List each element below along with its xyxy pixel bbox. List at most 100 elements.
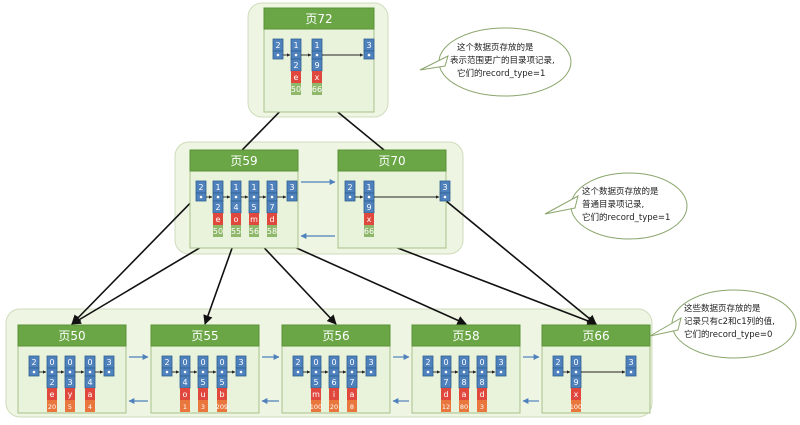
next-record-dot (444, 370, 448, 374)
c3-label: o (183, 390, 188, 399)
child-pointer-arrow (71, 236, 219, 325)
key-label: 4 (182, 378, 187, 387)
c2-label: 3 (480, 403, 484, 411)
next-record-dot (332, 370, 336, 374)
supremum-record: 3 (439, 180, 451, 202)
c2-label: 8 (350, 403, 354, 411)
key-label: 8 (461, 378, 466, 387)
callout-leaf: 这些数据页存放的是 记录只有c2和c1列的值, 它们的record_type=0 (649, 289, 797, 359)
record-type-label: 2 (347, 183, 352, 192)
record-type-label: 2 (275, 41, 280, 50)
next-record-dot (199, 195, 203, 199)
record-type-label: 3 (106, 358, 111, 367)
child-pointer-arrow (71, 94, 297, 325)
c2-cell (477, 400, 487, 412)
c3-cell (267, 213, 277, 225)
c3-label: m (250, 215, 258, 224)
record-type-label: 3 (628, 358, 633, 367)
page-header (263, 7, 375, 30)
page-header (281, 324, 391, 347)
c3-cell (312, 71, 322, 83)
key-label: 5 (200, 378, 205, 387)
page-title: 页70 (378, 154, 405, 168)
c2-label: 4 (88, 403, 92, 411)
record-type-label: 1 (366, 183, 371, 192)
page-title: 页55 (191, 329, 218, 343)
next-record-dot (32, 370, 36, 374)
next-record-dot (50, 370, 54, 374)
key-label: 5 (219, 378, 224, 387)
c3-cell (249, 213, 259, 225)
callout-root-tail (419, 55, 449, 71)
page-pointer-cell (213, 225, 223, 237)
c2-cell (459, 400, 469, 412)
page-pointer-label: 58 (267, 227, 277, 236)
c3-label: b (219, 390, 224, 399)
page-title: 页58 (452, 329, 479, 343)
c3-cell (347, 388, 357, 400)
next-record-dot (107, 370, 111, 374)
c3-cell (441, 388, 451, 400)
key-label: 7 (443, 378, 448, 387)
key-label: 9 (314, 61, 319, 70)
c3-label: e (50, 390, 55, 399)
callout-internal-line-3: 它们的record_type=1 (582, 212, 670, 223)
page-pointer-cell (291, 83, 301, 95)
supremum-record: 3 (365, 355, 377, 377)
next-record-dot (276, 53, 280, 57)
c2-label: 20 (330, 403, 338, 411)
page-header (17, 324, 127, 347)
c2-label: 12 (442, 403, 450, 411)
record-type-label: 0 (182, 358, 187, 367)
record-type-label: 1 (269, 183, 274, 192)
callout-root-line-3: 它们的record_type=1 (457, 68, 545, 79)
infimum-record: 2 (28, 355, 40, 377)
c2-cell (198, 400, 208, 412)
record-type-label: 2 (425, 358, 430, 367)
c2-cell (180, 400, 190, 412)
next-record-dot (367, 195, 371, 199)
record-type-label: 3 (498, 358, 503, 367)
c2-label: 100 (570, 403, 582, 411)
next-record-dot (294, 53, 298, 57)
c3-label: e (294, 73, 299, 82)
next-record-dot (201, 370, 205, 374)
c3-cell (217, 388, 227, 400)
c3-cell (311, 388, 321, 400)
page-pointer-label: 50 (213, 227, 223, 236)
c3-label: x (315, 73, 320, 82)
record-type-label: 1 (215, 183, 220, 192)
c3-label: x (574, 390, 579, 399)
c3-label: o (234, 215, 239, 224)
key-label: 7 (349, 378, 354, 387)
child-pointer-arrow (203, 236, 237, 325)
next-record-dot (296, 370, 300, 374)
callout-internal-tail (544, 195, 579, 215)
next-record-dot (350, 370, 354, 374)
next-record-dot (315, 53, 319, 57)
page-pointer-cell (249, 225, 259, 237)
next-record-dot (499, 370, 503, 374)
c2-cell (571, 400, 581, 412)
callout-root-line-1: 这个数据页存放的是 (457, 42, 534, 53)
next-record-dot (426, 370, 430, 374)
record-type-label: 3 (238, 358, 243, 367)
page-pointer-label: 55 (231, 227, 241, 236)
record-type-label: 1 (251, 183, 256, 192)
c2-label: 100 (310, 403, 322, 411)
c3-label: d (443, 390, 448, 399)
